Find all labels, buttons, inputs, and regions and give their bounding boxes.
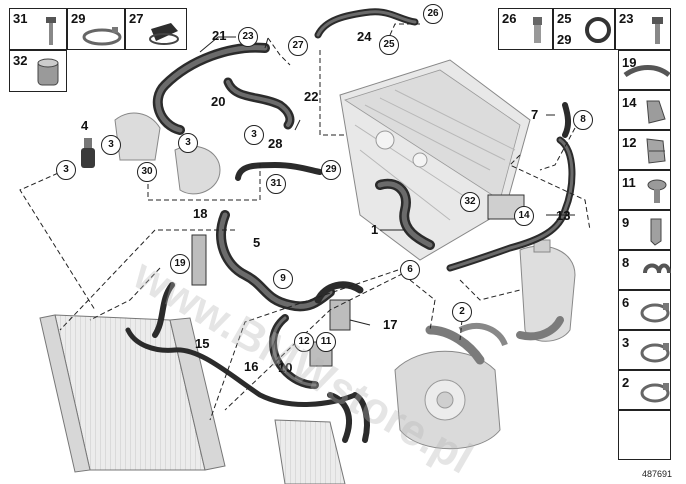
callout-4: 4: [81, 118, 89, 133]
seal-ring-icon: [585, 17, 611, 43]
panel-cell-3: 3: [618, 330, 671, 370]
callout-3: 3: [56, 160, 76, 180]
callout-10: 10: [278, 360, 293, 375]
panel-cell-arrow: [618, 410, 671, 460]
panel-cell-25-29: 25 29: [553, 8, 615, 50]
hex-bolt-icon: [652, 17, 663, 44]
part-number: 2: [622, 375, 630, 390]
panel-cell-29: 29: [67, 8, 125, 50]
panel-cell-19: 19: [618, 50, 671, 90]
panel-cell-6: 6: [618, 290, 671, 330]
callout-3: 3: [244, 125, 264, 145]
callout-21: 21: [212, 28, 227, 43]
part-number: 23: [619, 11, 634, 26]
callout-20: 20: [211, 94, 226, 109]
part-number: 26: [502, 11, 517, 26]
callout-32: 32: [460, 192, 480, 212]
leader-lines: [19, 23, 591, 421]
part-number: 8: [622, 255, 630, 270]
part-number: 29: [71, 11, 86, 26]
panel-cell-8: 8: [618, 250, 671, 290]
callout-17: 17: [383, 317, 398, 332]
bracket-icon: [650, 218, 662, 246]
callout-8: 8: [573, 110, 593, 130]
hose-clip-icon: [623, 65, 671, 78]
callout-22: 22: [304, 89, 319, 104]
water-pump-assembly: [394, 323, 508, 450]
part-number: 25: [557, 11, 572, 26]
callout-11: 11: [316, 332, 336, 352]
panel-cell-26: 26: [498, 8, 553, 50]
callout-1: 1: [371, 222, 379, 237]
callout-26: 26: [423, 4, 443, 24]
diagram-number: 487691: [642, 469, 673, 479]
callout-12: 12: [294, 332, 314, 352]
callout-6: 6: [400, 260, 420, 280]
panel-cell-27: 27: [125, 8, 187, 50]
solid-leaders: [199, 36, 575, 326]
callout-9: 9: [273, 269, 293, 289]
callout-18: 18: [193, 206, 208, 221]
part-number: 19: [622, 55, 637, 70]
pipe-clip-icon: [643, 263, 671, 274]
clamp-icon-6: [640, 303, 670, 323]
callout-15: 15: [195, 336, 210, 351]
part-number: 9: [622, 215, 630, 230]
panel-cell-23: 23: [615, 8, 671, 50]
part-number: 27: [129, 11, 144, 26]
part-number: 31: [13, 11, 28, 26]
part-number: 14: [622, 95, 637, 110]
part-number: 11: [622, 175, 636, 190]
panel-cell-9: 9: [618, 210, 671, 250]
panel-cell-31: 31: [9, 8, 67, 50]
hoses: [125, 8, 576, 443]
part-number: 12: [622, 135, 637, 150]
callout-5: 5: [253, 235, 261, 250]
engine-block: [339, 59, 531, 261]
callout-7: 7: [531, 107, 539, 122]
part-number: 32: [13, 53, 28, 68]
callout-16: 16: [244, 359, 259, 374]
expansion-tank: [519, 239, 576, 342]
part-4-mount: [81, 138, 95, 168]
expanding-rivet-icon: [647, 179, 667, 203]
panel-cell-2: 2: [618, 370, 671, 410]
callout-19: 19: [170, 254, 190, 274]
callout-3: 3: [101, 135, 121, 155]
callout-3: 3: [178, 133, 198, 153]
callout-30: 30: [137, 162, 157, 182]
callout-27: 27: [288, 36, 308, 56]
auxiliary-radiator: [274, 419, 346, 484]
panel-cell-12: 12: [618, 130, 671, 170]
panel-cell-11: 11: [618, 170, 671, 210]
bolt-icon: [46, 17, 56, 45]
callout-25: 25: [379, 35, 399, 55]
callout-2: 2: [452, 302, 472, 322]
part-number: 3: [622, 335, 630, 350]
callout-23: 23: [238, 27, 258, 47]
quick-connector-icon: [37, 58, 59, 86]
double-clip-icon: [646, 138, 666, 164]
radiator: [39, 314, 226, 473]
panel-cell-14: 14: [618, 90, 671, 130]
callout-14: 14: [514, 206, 534, 226]
callout-28: 28: [268, 136, 283, 151]
holder-clip-icon: [646, 100, 666, 124]
part-number: 29: [557, 32, 572, 47]
hose-clamp-icon: [82, 27, 122, 46]
clamp-icon-3: [640, 343, 670, 363]
callout-24: 24: [357, 29, 372, 44]
callout-29: 29: [321, 160, 341, 180]
part-number: 6: [622, 295, 630, 310]
spring-clip-icon: [149, 23, 179, 45]
panel-cell-32: 32: [9, 50, 67, 92]
screw-plug-icon: [533, 17, 542, 43]
callout-31: 31: [266, 174, 286, 194]
callout-13: 13: [556, 208, 571, 223]
clamp-icon-2: [640, 383, 670, 403]
